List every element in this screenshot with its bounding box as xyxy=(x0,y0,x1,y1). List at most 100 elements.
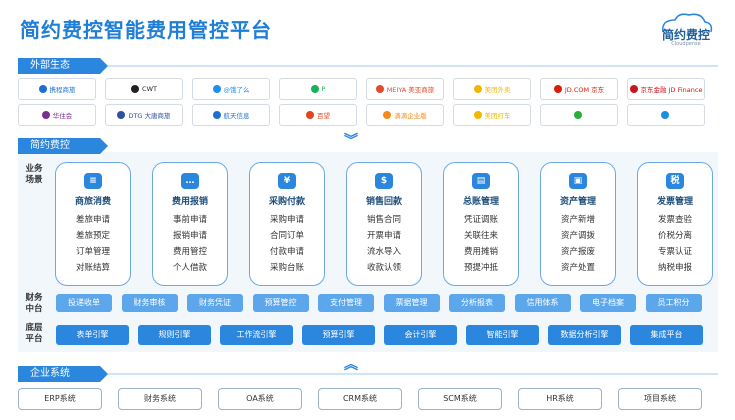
dtg-icon xyxy=(117,111,126,119)
card-item: 资产报废 xyxy=(560,247,595,257)
card-title: 资产管理 xyxy=(559,197,596,207)
partner-logo: DTG 大唐商旅 xyxy=(105,104,183,126)
partner-name: JD.COM 京东 xyxy=(564,86,605,94)
section-divider xyxy=(108,373,718,375)
partner-name: 华住会 xyxy=(52,112,73,120)
card-item: 收款认领 xyxy=(366,263,401,273)
partner-name: 美团打车 xyxy=(484,112,511,120)
system-box: 财务系统 xyxy=(118,388,202,410)
engine-chip: 工作流引擎 xyxy=(220,325,293,345)
card-title: 发票管理 xyxy=(656,197,693,207)
card-item: 纳税申报 xyxy=(657,263,692,273)
meituan-taxi-icon xyxy=(473,111,482,119)
engine-chip: 集成平台 xyxy=(630,325,703,345)
partner-logo xyxy=(540,104,618,126)
finance-chip: 电子档案 xyxy=(580,294,636,312)
card-item: 差旅申请 xyxy=(75,215,110,225)
partner-name: 京东金融 JD Finance xyxy=(640,86,703,94)
row-label-base: 底层平台 xyxy=(25,323,43,344)
chevron-down-icon: ︾ xyxy=(344,133,358,149)
cwt-icon xyxy=(131,85,140,93)
card-item: 采购台账 xyxy=(269,263,304,273)
page-title: 简约费控智能费用管控平台 xyxy=(20,18,272,42)
partner-name: 航天信息 xyxy=(223,112,250,120)
finance-chip: 预算管控 xyxy=(252,294,309,312)
finance-chip: 员工积分 xyxy=(645,294,702,312)
aisino-icon xyxy=(212,111,221,119)
card-item: 个人借款 xyxy=(172,263,207,273)
business-card: 税发票管理发票查验价税分离专票认证纳税申报 xyxy=(637,162,713,286)
card-item: 价税分离 xyxy=(657,231,692,241)
card-item: 资产处置 xyxy=(560,263,595,273)
business-card: ▣资产管理资产新增资产调拨资产报废资产处置 xyxy=(540,162,616,286)
card-item: 付款申请 xyxy=(269,247,304,257)
system-box: SCM系统 xyxy=(418,388,502,410)
card-item: 凭证调账 xyxy=(463,215,498,225)
row-label-finance: 财务中台 xyxy=(25,293,43,314)
card-item: 事前申请 xyxy=(172,215,207,225)
parking-icon xyxy=(310,85,319,93)
partner-logo: CWT xyxy=(105,78,183,100)
partner-logo: 京东金融 JD Finance xyxy=(627,78,705,100)
partner-logo: JD.COM 京东 xyxy=(540,78,618,100)
partner-logo: P xyxy=(279,78,357,100)
system-box: 项目系统 xyxy=(618,388,702,410)
partner-logo: 滴滴企业版 xyxy=(366,104,444,126)
logo-name: 简约费控 xyxy=(661,28,710,42)
wallet-icon: ▣ xyxy=(569,173,587,189)
row-label-business: 业务场景 xyxy=(25,164,43,185)
card-item: 差旅预定 xyxy=(75,231,110,241)
meituan-waimai-icon xyxy=(473,85,482,93)
partner-logo xyxy=(627,104,705,126)
card-item: 销售合同 xyxy=(366,215,401,225)
bill-icon: ≡ xyxy=(84,173,102,189)
partner-logo: 航天信息 xyxy=(192,104,270,126)
partner-logo: 美团打车 xyxy=(453,104,531,126)
partner-name: 携程商旅 xyxy=(49,86,76,94)
brand-logo: 简约费控 Cloudpense xyxy=(655,10,717,50)
card-item: 费用管控 xyxy=(172,247,207,257)
business-card: $销售回款销售合同开票申请流水导入收款认领 xyxy=(346,162,422,286)
jd-finance-icon xyxy=(629,85,638,93)
cloud-logo-icon xyxy=(662,13,713,33)
section-label-enterprise: 企业系统 xyxy=(18,366,108,382)
card-item: 订单管理 xyxy=(75,247,110,257)
engine-chip: 表单引擎 xyxy=(56,325,129,345)
partner-logo: 美团外卖 xyxy=(453,78,531,100)
card-item: 专票认证 xyxy=(657,247,692,257)
section-divider xyxy=(108,65,718,67)
finance-chip: 信用体系 xyxy=(514,294,571,312)
alipay-icon xyxy=(660,111,669,119)
ctrip-icon xyxy=(38,85,47,93)
card-item: 流水导入 xyxy=(366,247,401,257)
partner-name: P xyxy=(321,85,326,93)
finance-chip: 分析报表 xyxy=(449,294,505,312)
engine-chip: 规则引擎 xyxy=(138,325,211,345)
partner-logo: MEIYA 美亚商旅 xyxy=(366,78,444,100)
card-title: 总账管理 xyxy=(462,197,499,207)
partner-logo: 百望 xyxy=(279,104,357,126)
meiya-icon xyxy=(375,85,384,93)
card-item: 对账结算 xyxy=(75,263,110,273)
card-title: 采购付款 xyxy=(268,197,305,207)
logo-sub: Cloudpense xyxy=(671,41,701,47)
system-box: CRM系统 xyxy=(318,388,402,410)
finance-chip: 投递收单 xyxy=(56,294,112,312)
card-item: 开票申请 xyxy=(366,231,401,241)
eleme-icon xyxy=(212,85,221,93)
partner-logo: 携程商旅 xyxy=(18,78,96,100)
ledger-icon: ▤ xyxy=(472,173,490,189)
partner-logo: @饿了么 xyxy=(192,78,270,100)
section-label-ecosystem: 外部生态 xyxy=(18,58,108,74)
finance-chip: 票据管理 xyxy=(383,294,440,312)
section-label-platform: 简约费控 xyxy=(18,138,108,154)
partner-logo: 华住会 xyxy=(18,104,96,126)
card-item: 费用摊销 xyxy=(463,247,498,257)
engine-chip: 预算引擎 xyxy=(302,325,375,345)
business-card: ¥采购付款采购申请合同订单付款申请采购台账 xyxy=(249,162,325,286)
baiwang-icon xyxy=(306,111,314,119)
business-card: ▤总账管理凭证调账关联往来费用摊销预提冲抵 xyxy=(443,162,519,286)
yen-icon: ¥ xyxy=(278,173,296,189)
card-item: 采购申请 xyxy=(269,215,304,225)
business-card: ≡商旅消费差旅申请差旅预定订单管理对账结算 xyxy=(55,162,131,286)
